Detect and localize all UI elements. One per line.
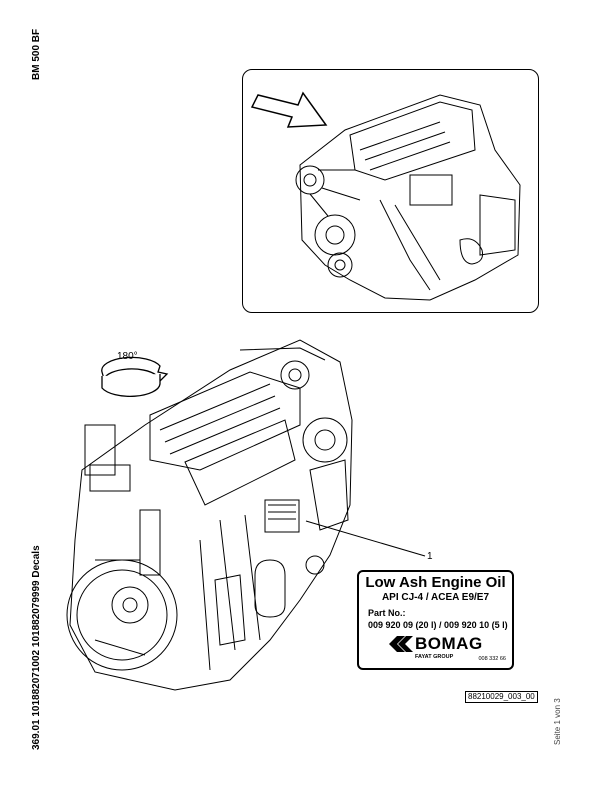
decal-spec: API CJ-4 / ACEA E9/E7 — [381, 592, 490, 603]
oil-decal: Low Ash Engine Oil API CJ-4 / ACEA E9/E7… — [357, 570, 514, 670]
decal-title: Low Ash Engine Oil — [365, 574, 506, 591]
bomag-logo-icon — [389, 636, 413, 652]
engine-view-top — [295, 94, 521, 301]
engine-view-main — [66, 339, 353, 691]
item-number: 1 — [427, 551, 433, 562]
decal-brand: BOMAG — [415, 634, 483, 653]
decal-brand-sub: FAYAT GROUP — [415, 654, 454, 660]
inset-view-frame — [242, 69, 539, 313]
leader-line — [305, 520, 426, 557]
rotation-label: 180° — [117, 351, 138, 362]
decal-part-numbers: 009 920 09 (20 l) / 009 920 10 (5 l) — [368, 620, 508, 630]
figure-reference: 88210029_003_00 — [465, 691, 538, 703]
decal-code: 008 332 66 — [478, 656, 506, 662]
rotation-arrow-icon — [101, 356, 169, 398]
decal-part-label: Part No.: — [368, 608, 406, 618]
direction-arrow-icon — [250, 91, 328, 128]
